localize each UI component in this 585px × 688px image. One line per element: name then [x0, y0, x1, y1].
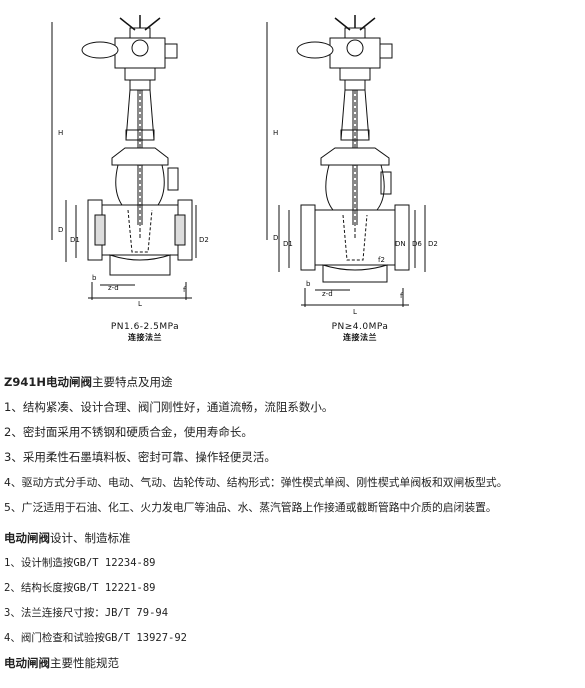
left-dim-H: H	[58, 129, 63, 137]
section2-item: 3、法兰连接尺寸按：JB/T 79-94	[4, 607, 169, 619]
section1-title-bold: Z941H电动闸阀	[4, 375, 92, 389]
right-connection: 连接法兰	[343, 333, 377, 342]
section3-title-bold: 电动闸阀	[4, 656, 50, 670]
left-dim-zd: z-d	[108, 284, 119, 292]
right-dim-zd: z-d	[322, 290, 333, 298]
section1-item: 2、密封面采用不锈钢和硬质合金，使用寿命长。	[4, 425, 253, 439]
section1-heading: Z941H电动闸阀主要特点及用途	[4, 370, 582, 395]
left-dim-f: f	[183, 286, 186, 294]
spec-text: Z941H电动闸阀主要特点及用途 1、结构紧凑、设计合理、阀门刚性好，通道流畅，…	[4, 370, 582, 676]
valve-drawing-svg: H D D1 D2 z-d b f L H D D1 DN D6 D2 f2 z…	[51, 15, 438, 316]
section2-title-bold: 电动闸阀	[4, 531, 50, 545]
right-dim-L: L	[353, 308, 357, 316]
right-dim-f2: f2	[378, 256, 385, 264]
left-dim-D: D	[58, 226, 63, 234]
section2-item: 4、阀门检查和试验按GB/T 13927-92	[4, 632, 188, 644]
right-dim-b: b	[306, 280, 311, 288]
section1-item: 5、广泛适用于石油、化工、火力发电厂等油品、水、蒸汽管路上作接通或截断管路中介质…	[4, 501, 497, 514]
section1-item: 3、采用柔性石墨填料板、密封可靠、操作轻便灵活。	[4, 450, 276, 464]
right-caption: PN≥4.0MPa 连接法兰	[310, 322, 410, 343]
right-dim-f: f	[400, 292, 403, 300]
right-pressure: PN≥4.0MPa	[331, 322, 389, 332]
left-caption: PN1.6-2.5MPa 连接法兰	[95, 322, 195, 343]
left-connection: 连接法兰	[128, 333, 162, 342]
right-dim-DN: DN	[395, 240, 406, 248]
section1-item: 1、结构紧凑、设计合理、阀门刚性好，通道流畅，流阻系数小。	[4, 400, 334, 414]
section2-item: 2、结构长度按GB/T 12221-89	[4, 582, 156, 594]
section2-item: 1、设计制造按GB/T 12234-89	[4, 557, 156, 569]
section1-title-rest: 主要特点及用途	[91, 375, 173, 389]
left-dim-D2: D2	[199, 236, 209, 244]
left-dim-L: L	[138, 300, 142, 308]
section2-heading: 电动闸阀设计、制造标准	[4, 526, 582, 551]
valve-drawings: H D D1 D2 z-d b f L H D D1 DN D6 D2 f2 z…	[51, 15, 438, 343]
section1-item: 4、驱动方式分手动、电动、气动、齿轮传动、结构形式：弹性楔式单阀、刚性楔式单阀板…	[4, 476, 508, 489]
left-dim-b: b	[92, 274, 97, 282]
right-dim-D: D	[273, 234, 278, 242]
right-dim-H: H	[273, 129, 278, 137]
left-valve-drawing	[51, 15, 197, 300]
right-dim-D2: D2	[428, 240, 438, 248]
left-pressure: PN1.6-2.5MPa	[110, 322, 180, 332]
section2-title-rest: 设计、制造标准	[50, 531, 131, 545]
right-dim-D1: D1	[283, 240, 293, 248]
right-dim-D6: D6	[412, 240, 422, 248]
left-dim-D1: D1	[70, 236, 80, 244]
section3-title-rest: 主要性能规范	[50, 656, 119, 670]
section3-heading: 电动闸阀主要性能规范	[4, 651, 582, 676]
right-valve-drawing	[266, 15, 426, 307]
